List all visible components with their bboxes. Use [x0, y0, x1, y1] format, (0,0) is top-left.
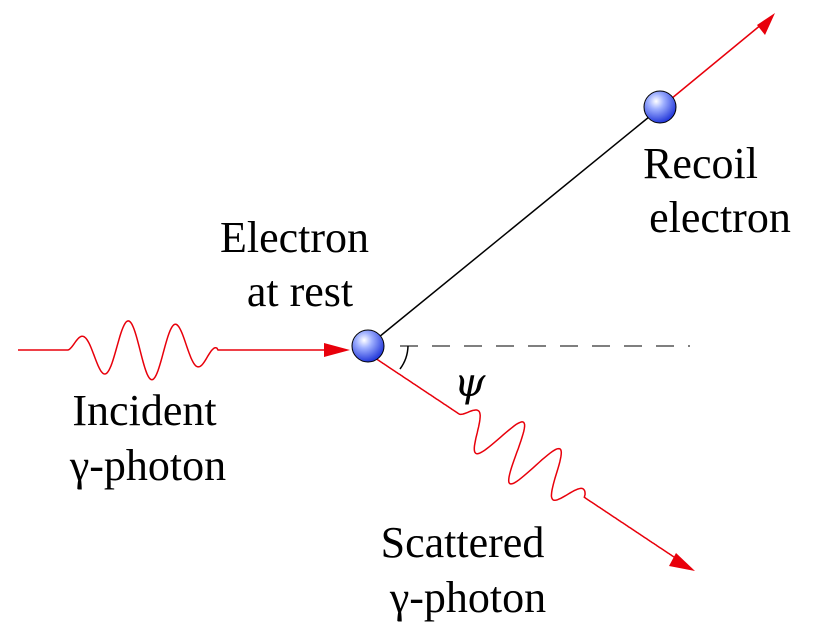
label-scattered-photon: Scattered γ-photon: [381, 518, 556, 622]
label-scattering-angle: ψ: [454, 360, 486, 406]
recoil-electron-trajectory: [659, 23, 763, 109]
scattered-photon-wave: [371, 355, 683, 564]
recoil-electron-sphere-icon: [643, 90, 677, 124]
scattered-arrow-head-icon: [669, 553, 695, 571]
label-electron-at-rest: Electron at rest: [220, 213, 380, 316]
incident-arrow-head-icon: [324, 343, 350, 357]
recoil-arrow-head-icon: [757, 13, 775, 35]
label-recoil-electron: Recoil electron: [643, 139, 791, 242]
incident-photon-wave: [18, 320, 330, 381]
label-incident-photon: Incident γ-photon: [69, 386, 228, 490]
angle-arc: [399, 345, 409, 370]
recoil-electron-track: [367, 107, 661, 347]
electron-at-rest-sphere-icon: [351, 329, 385, 363]
